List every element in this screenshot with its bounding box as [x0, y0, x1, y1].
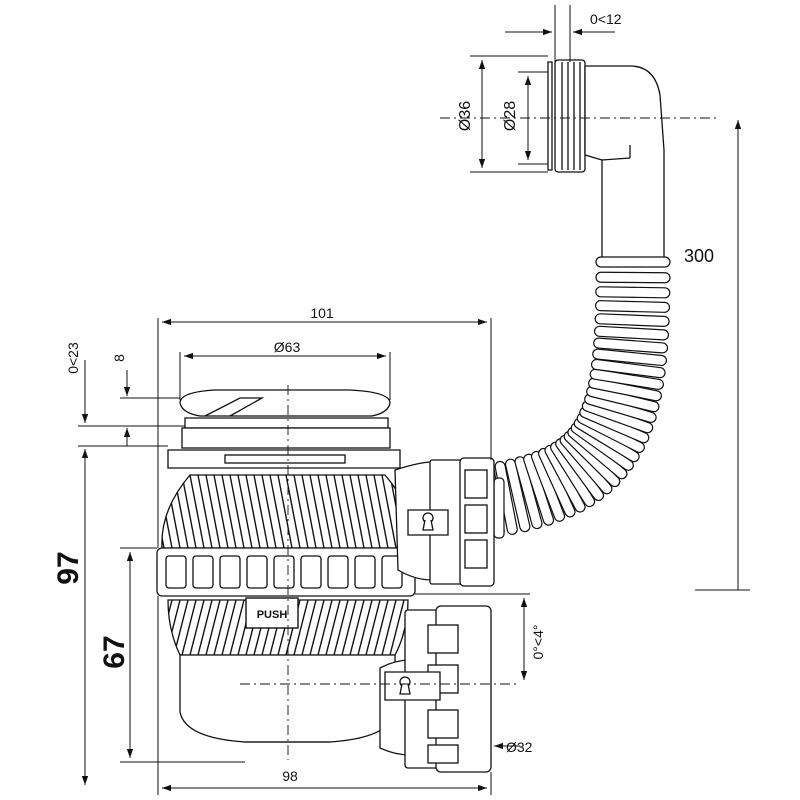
push-button — [245, 597, 299, 629]
hose-corrugation — [504, 458, 531, 533]
body-rib — [357, 600, 373, 655]
body-rib — [293, 475, 309, 548]
drain-plug — [179, 389, 391, 417]
body-rib — [373, 600, 389, 655]
dim-overflow-inner: Ø28 — [502, 101, 519, 131]
body-rib — [365, 475, 381, 548]
body-rib — [229, 600, 245, 655]
body-rib — [245, 475, 261, 548]
body-rib — [197, 475, 213, 548]
dim-plug-diameter: Ø63 — [274, 339, 301, 355]
dim-hose-length: 300 — [684, 246, 714, 266]
hose-corrugation — [593, 325, 670, 341]
body-rib — [341, 475, 357, 548]
flexible-hose — [483, 256, 671, 539]
hose-corrugation — [595, 286, 671, 299]
body-rib — [317, 475, 333, 548]
hose-corrugation — [592, 348, 668, 367]
body-rib — [301, 475, 317, 548]
body-rib — [373, 475, 389, 548]
hose-corrugation — [594, 300, 671, 313]
body-rib — [381, 600, 397, 655]
body-rib — [205, 475, 221, 548]
body-rib — [293, 600, 309, 655]
dimension-lines — [78, 5, 750, 795]
dim-total-height: 97 — [52, 551, 85, 584]
drain-cup — [179, 654, 396, 743]
dim-body-width: 101 — [310, 305, 334, 321]
body-rib — [325, 475, 341, 548]
body-rib — [197, 600, 213, 655]
hose-corrugation — [589, 368, 664, 390]
overflow-assembly — [547, 59, 665, 263]
hose-connector — [394, 457, 495, 587]
hose-stub — [493, 477, 505, 539]
overflow-elbow — [584, 65, 665, 263]
dim-overflow-outer: Ø36 — [457, 101, 474, 131]
hose-corrugation — [594, 313, 670, 327]
body-rib — [213, 600, 229, 655]
body-rib — [213, 475, 229, 548]
hose-corrugation — [593, 337, 669, 354]
body-rib — [237, 475, 253, 548]
body-rib — [150, 600, 164, 655]
hose-corrugation — [590, 358, 666, 379]
body-rib — [168, 600, 173, 655]
body-rib — [261, 475, 277, 548]
dim-base-width: 98 — [282, 768, 298, 784]
body-rib — [253, 475, 269, 548]
ring-tooth — [246, 555, 268, 589]
overflow-cap — [547, 61, 553, 171]
hose-corrugation — [595, 271, 671, 284]
body-rib — [205, 600, 221, 655]
ring-tooth — [192, 555, 214, 589]
body-rib — [309, 600, 325, 655]
body-rib — [181, 600, 197, 655]
body-rib — [277, 475, 293, 548]
body-rib — [349, 600, 365, 655]
body-rib — [301, 600, 317, 655]
dim-flange-height: 8 — [111, 354, 127, 362]
ring-tooth — [354, 555, 376, 589]
dimension-labels: 0<12 300 Ø36 Ø28 101 Ø63 8 0<23 97 67 0°… — [52, 11, 714, 784]
body-rib — [229, 475, 245, 548]
ring-tooth — [273, 555, 295, 589]
body-rib — [333, 600, 349, 655]
body-rib — [221, 600, 237, 655]
ring-tooth — [327, 555, 349, 589]
dim-overflow-gap: 0<12 — [590, 11, 622, 27]
body-rib — [325, 600, 341, 655]
body-rib — [333, 475, 349, 548]
body-rib — [221, 475, 237, 548]
body-rib — [189, 600, 205, 655]
ring-tooth — [219, 555, 241, 589]
center-lines — [240, 117, 720, 760]
body-rib — [357, 475, 373, 548]
body-rib — [341, 600, 357, 655]
ring-tooth — [300, 555, 322, 589]
dim-outlet-diameter: Ø32 — [506, 739, 533, 755]
body-rib — [173, 600, 189, 655]
dim-lower-height: 67 — [98, 635, 131, 668]
ring-tooth — [165, 555, 187, 589]
body-rib — [269, 475, 285, 548]
body-rib — [317, 600, 333, 655]
push-label: PUSH — [257, 609, 288, 621]
body-rib — [365, 600, 381, 655]
body-rib — [349, 475, 365, 548]
dim-outlet-angle: 0°<4° — [530, 625, 546, 660]
body-rib — [181, 475, 197, 548]
body-rib — [309, 475, 325, 548]
dim-adjust-range: 0<23 — [65, 342, 81, 374]
body-rib — [389, 600, 405, 655]
hose-corrugation — [595, 256, 671, 268]
body-rib — [381, 475, 397, 548]
body-rib — [189, 475, 205, 548]
